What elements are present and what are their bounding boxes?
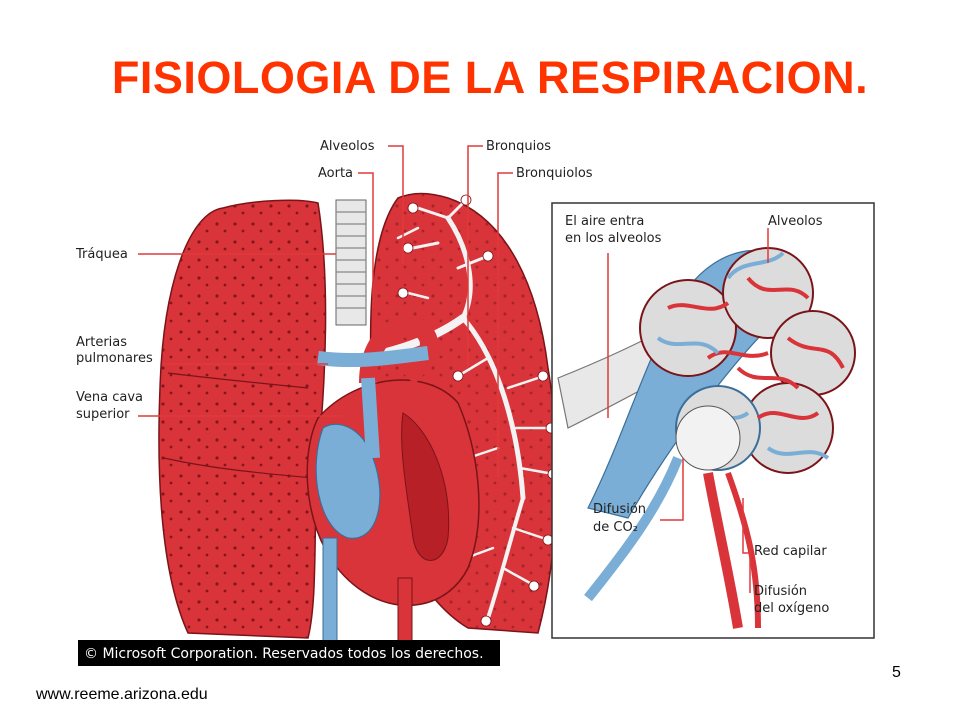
page-number: 5 — [892, 664, 901, 681]
trachea — [335, 199, 367, 326]
label-vena-cava-2: superior — [76, 407, 130, 422]
label-aire-1: El aire entra — [565, 214, 644, 229]
label-traquea: Tráquea — [75, 247, 128, 262]
respiration-diagram: Alveolos Aorta Bronquios Bronquiolos Trá… — [75, 139, 875, 666]
label-difusion-co2-2: de CO₂ — [593, 520, 638, 535]
label-aire-2: en los alveolos — [565, 231, 662, 246]
label-bronquios: Bronquios — [486, 139, 551, 154]
label-bronquiolos: Bronquiolos — [516, 166, 593, 181]
heart — [306, 316, 480, 649]
label-difusion-co2-1: Difusión — [593, 502, 646, 517]
label-aorta: Aorta — [318, 166, 353, 181]
label-alveolos: Alveolos — [320, 139, 375, 154]
label-difusion-oxigeno-2: del oxígeno — [754, 601, 829, 616]
slide-title: FISIOLOGIA DE LA RESPIRACION. — [111, 52, 869, 103]
label-red-capilar: Red capilar — [754, 544, 827, 559]
copyright-bar — [78, 640, 500, 666]
copyright-text: © Microsoft Corporation. Reservados todo… — [84, 646, 484, 662]
label-arterias-1: Arterias — [76, 335, 127, 350]
label-arterias-2: pulmonares — [76, 351, 153, 366]
label-alveolos-inset: Alveolos — [768, 214, 823, 229]
alveoli-cluster — [584, 247, 856, 629]
footer-url: www.reeme.arizona.edu — [36, 686, 208, 703]
label-vena-cava-1: Vena cava — [76, 390, 143, 405]
label-difusion-oxigeno-1: Difusión — [754, 584, 807, 599]
